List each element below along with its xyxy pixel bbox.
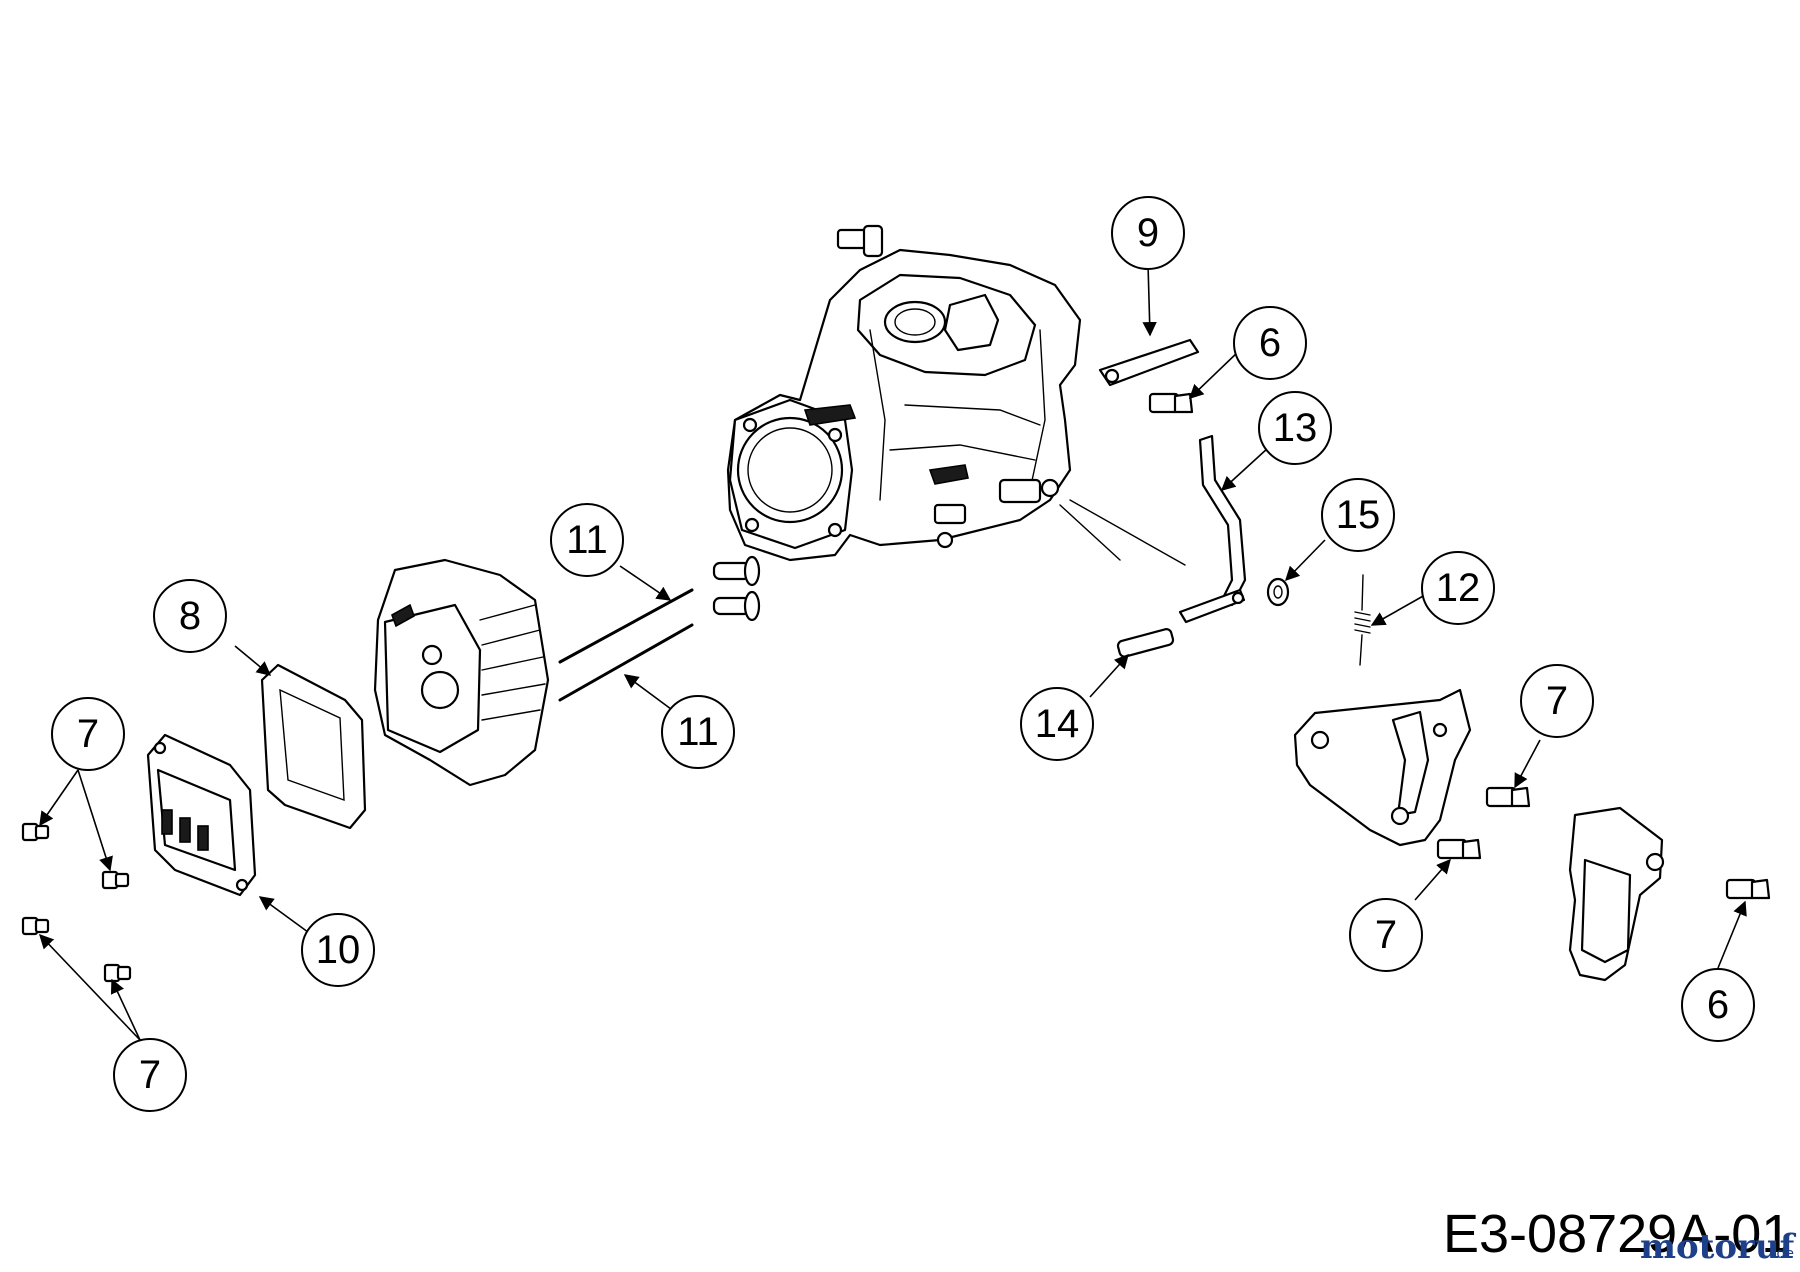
callout-label: 14 — [1035, 702, 1080, 746]
governor-plate — [1098, 338, 1200, 387]
callout-label: 12 — [1436, 566, 1481, 610]
cylinder-head — [373, 558, 550, 787]
callout-label: 15 — [1336, 493, 1381, 537]
callout-7-right-upper: 7 — [1520, 664, 1594, 738]
callout-label: 7 — [1375, 913, 1397, 957]
bolt-6-upper — [1148, 392, 1194, 414]
callout-12: 12 — [1421, 551, 1495, 625]
callout-label: 7 — [77, 712, 99, 756]
callout-label: 9 — [1137, 211, 1159, 255]
callout-7-left-upper: 7 — [51, 697, 125, 771]
callout-9: 9 — [1111, 196, 1185, 270]
head-gasket — [260, 663, 367, 830]
callout-15: 15 — [1321, 478, 1395, 552]
callout-label: 13 — [1273, 406, 1318, 450]
callout-label: 6 — [1259, 321, 1281, 365]
callout-label: 11 — [566, 518, 608, 562]
bolts-7-left — [21, 822, 132, 983]
valve-cover — [146, 733, 257, 897]
pivot-bolts — [712, 555, 761, 622]
leader-lines — [39, 263, 1747, 1041]
callout-label: 10 — [316, 928, 361, 972]
callout-label: 8 — [179, 594, 201, 638]
engine-block — [726, 224, 1186, 566]
callout-7-right-lower: 7 — [1349, 898, 1423, 972]
callout-label: 11 — [677, 710, 719, 754]
watermark-text: motoruf — [1640, 1227, 1797, 1267]
push-rods — [558, 588, 694, 702]
bolts-7-bracket — [1436, 786, 1531, 860]
spring — [1354, 574, 1371, 666]
callout-label: 6 — [1707, 983, 1729, 1027]
callout-label: 7 — [139, 1053, 161, 1097]
callout-6-upper: 6 — [1233, 306, 1307, 380]
callout-14: 14 — [1020, 687, 1094, 761]
watermark-suffix: .de — [1772, 1246, 1794, 1262]
washer — [1266, 577, 1290, 607]
reference-code: E3-08729A-01 — [1443, 1204, 1791, 1264]
callout-7-left-lower: 7 — [113, 1038, 187, 1112]
callout-label: 7 — [1546, 679, 1568, 723]
air-filter-housing — [1568, 806, 1665, 982]
governor-lever — [1178, 434, 1247, 624]
bolt-6-lower — [1725, 878, 1771, 900]
callout-6-lower: 6 — [1681, 968, 1755, 1042]
callout-11-upper: 11 — [550, 503, 624, 577]
callout-10: 10 — [301, 913, 375, 987]
callout-8: 8 — [153, 579, 227, 653]
callout-13: 13 — [1258, 391, 1332, 465]
bracket-plate — [1293, 688, 1472, 847]
pin — [1116, 628, 1175, 658]
callout-11-lower: 11 — [661, 695, 735, 769]
watermark: motoruf .de — [1640, 1227, 1797, 1267]
